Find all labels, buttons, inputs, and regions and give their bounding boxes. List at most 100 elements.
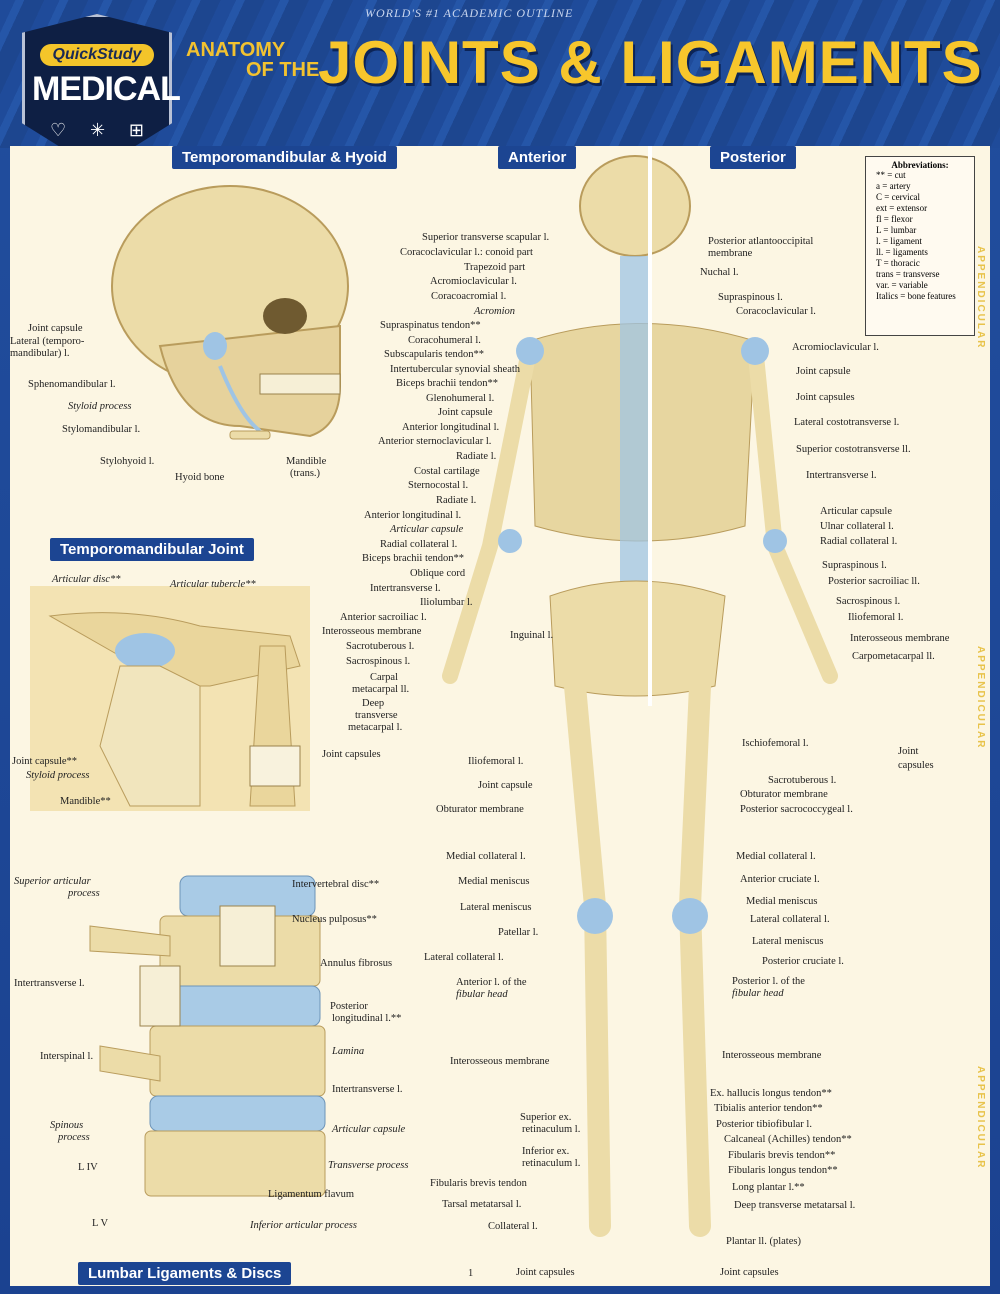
anatomy-label: Supraspinous l. <box>822 560 887 571</box>
anatomy-label: Ischiofemoral l. <box>742 738 809 749</box>
anatomy-label: Stylomandibular l. <box>62 424 141 435</box>
anatomy-label: Styloid process <box>26 770 90 781</box>
anatomy-label: Nucleus pulposus** <box>292 914 377 925</box>
anatomy-label: Lateral meniscus <box>752 936 824 947</box>
anatomy-label: process <box>58 1132 90 1143</box>
anatomy-label: Lamina <box>332 1046 365 1057</box>
anatomy-label: Sacrotuberous l. <box>346 641 415 652</box>
anatomy-label: Interosseous membrane <box>322 626 422 637</box>
anatomy-label: Iliolumbar l. <box>420 597 473 608</box>
anatomy-label: Sternocostal l. <box>408 480 469 491</box>
anatomy-label: Radial collateral l. <box>820 536 898 547</box>
anatomy-label: fibular head <box>732 988 784 999</box>
abbreviation-item: Italics = bone features <box>876 291 956 301</box>
anatomy-label: Acromioclavicular l. <box>430 276 517 287</box>
anatomy-label: Articular capsule <box>332 1124 406 1135</box>
anatomy-label: Styloid process <box>68 401 132 412</box>
anatomy-label: Joint capsule** <box>12 756 78 767</box>
anatomy-label: Trapezoid part <box>464 262 526 273</box>
anatomy-label: Superior ex. <box>520 1112 572 1123</box>
anatomy-label: Fibularis brevis tendon** <box>728 1150 836 1161</box>
anatomy-label: mandibular) l. <box>10 348 70 359</box>
abbreviation-item: trans = transverse <box>876 269 940 279</box>
anatomy-label: longitudinal l.** <box>332 1013 402 1024</box>
anatomy-label: Intertransverse l. <box>332 1084 403 1095</box>
anatomy-label: Deep <box>362 698 385 709</box>
anatomy-label: Mandible <box>286 456 327 467</box>
abbreviation-item: ext = extensor <box>876 203 928 213</box>
section-tmj-hyoid: Temporomandibular & Hyoid <box>172 146 397 169</box>
anatomy-label: Tarsal metatarsal l. <box>442 1199 522 1210</box>
anatomy-label: Ulnar collateral l. <box>820 521 894 532</box>
anatomy-label: Posterior tibiofibular l. <box>716 1119 812 1130</box>
lumbar-illustration <box>89 875 326 1197</box>
anatomy-label: Interosseous membrane <box>722 1050 822 1061</box>
anatomy-label: Anterior sternoclavicular l. <box>378 436 492 447</box>
anatomy-label: Hyoid bone <box>175 472 225 483</box>
anatomy-label: Coracoacromial l. <box>431 291 507 302</box>
pretitle-line-1: ANATOMY <box>186 39 286 61</box>
side-tab: APPENDICULAR <box>975 246 986 350</box>
anatomy-label: Articular disc** <box>52 574 121 585</box>
anatomy-label: Iliofemoral l. <box>468 756 524 767</box>
anatomy-label: Superior articular <box>14 876 91 887</box>
anatomy-label: Coracohumeral l. <box>408 335 481 346</box>
anatomy-label: metacarpal l. <box>348 722 403 733</box>
anatomy-label: Coracoclavicular l. <box>736 306 816 317</box>
badge-brand: QuickStudy <box>40 44 154 66</box>
anatomy-label: Anterior l. of the <box>456 977 527 988</box>
anatomy-label: Ex. hallucis longus tendon** <box>710 1088 832 1099</box>
anatomy-label: Articular tubercle** <box>170 579 256 590</box>
anatomy-label: Carpometacarpal ll. <box>852 651 935 662</box>
anatomy-label: Joint capsule <box>478 780 533 791</box>
anatomy-label: Sacrospinous l. <box>836 596 901 607</box>
anatomy-label: Deep transverse metatarsal l. <box>734 1200 856 1211</box>
anatomy-label: Radial collateral l. <box>380 539 458 550</box>
anatomy-label: Acromion <box>474 306 516 317</box>
anatomy-label: Nuchal l. <box>700 267 739 278</box>
anatomy-label: Joint capsules <box>796 392 855 403</box>
anatomy-label: Posterior sacroiliac ll. <box>828 576 920 587</box>
anatomy-label: Subscapularis tendon** <box>384 349 485 360</box>
anatomy-label: Posterior l. of the <box>732 976 805 987</box>
section-tmj: Temporomandibular Joint <box>50 538 254 561</box>
anatomy-label: Intertransverse l. <box>14 978 85 989</box>
content-panel: Temporomandibular & Hyoid Anterior Poste… <box>10 146 990 1286</box>
anatomy-label: Intertubercular synovial sheath <box>390 364 521 375</box>
anatomy-label: Joint capsules <box>516 1267 575 1278</box>
anatomy-label: Sphenomandibular l. <box>28 379 116 390</box>
anatomy-label: Joint capsule <box>28 323 83 334</box>
anatomy-label: Fibularis longus tendon** <box>728 1165 838 1176</box>
anatomy-label: Calcaneal (Achilles) tendon** <box>724 1134 852 1145</box>
abbreviation-item: a = artery <box>876 181 911 191</box>
abbreviation-item: var. = variable <box>876 280 928 290</box>
anatomy-label: metacarpal ll. <box>352 684 410 695</box>
anatomy-label: Intertransverse l. <box>370 583 441 594</box>
side-tab: APPENDICULAR <box>975 1066 986 1170</box>
anatomy-label: Joint <box>898 746 919 757</box>
anatomy-label: Medial meniscus <box>458 876 530 887</box>
abbreviation-item: C = cervical <box>876 192 921 202</box>
anatomy-label: Posterior <box>330 1001 368 1012</box>
heart-icon: ♡ <box>50 120 67 141</box>
anatomy-label: Joint capsules <box>720 1267 779 1278</box>
anatomy-label: Coracoclavicular l.: conoid part <box>400 247 533 258</box>
anatomy-label: Superior costotransverse ll. <box>796 444 911 455</box>
abbreviation-item: ll. = ligaments <box>876 247 928 257</box>
anatomy-label: Ligamentum flavum <box>268 1189 355 1200</box>
anatomy-label: Inguinal l. <box>510 630 554 641</box>
abbreviation-item: l. = ligament <box>876 236 922 246</box>
anatomy-label: Costal cartilage <box>414 466 480 477</box>
anatomy-label: Fibularis brevis tendon <box>430 1178 527 1189</box>
anatomy-label: Intertransverse l. <box>806 470 877 481</box>
pretitle-line-2: OF THE <box>246 59 320 81</box>
anatomy-label: Acromioclavicular l. <box>792 342 879 353</box>
anatomy-label: Annulus fibrosus <box>320 958 393 969</box>
anatomy-label: Transverse process <box>328 1160 409 1171</box>
pretitle: ANATOMY OF THE <box>186 40 326 80</box>
anatomy-label: L IV <box>78 1162 98 1173</box>
anatomy-label: Plantar ll. (plates) <box>726 1236 801 1247</box>
anatomy-label: Radiate l. <box>436 495 477 506</box>
anatomy-label: Interosseous membrane <box>850 633 950 644</box>
